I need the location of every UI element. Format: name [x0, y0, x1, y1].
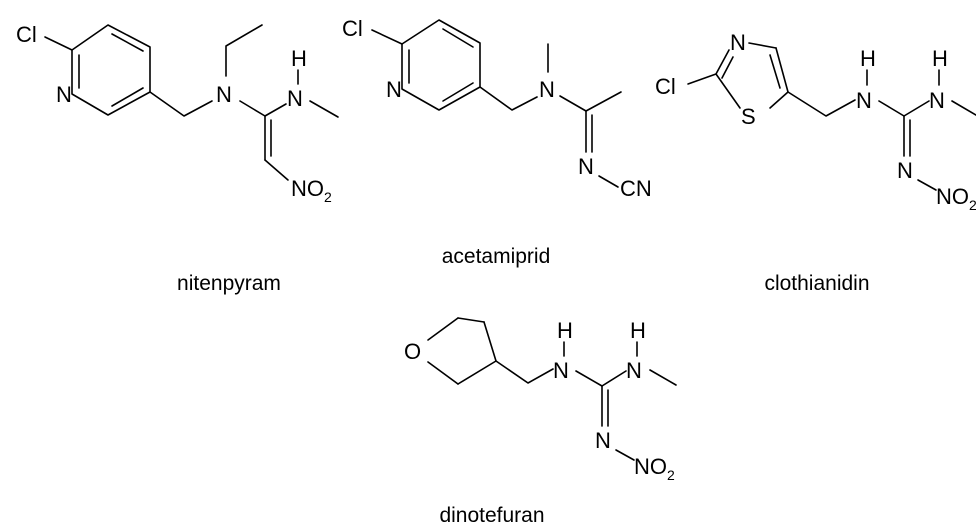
nitenpyram-n-amine-label: N: [216, 82, 232, 107]
dinotefuran-n-no2-bond: [615, 449, 635, 461]
nitenpyram-n-nh-label: N: [287, 86, 303, 111]
clothianidin-n-no2-bond: [917, 179, 937, 191]
nitenpyram-h-label: H: [291, 46, 307, 71]
acetamiprid-ch2-linker: [479, 86, 538, 111]
acetamiprid-structure: [371, 19, 622, 188]
nitenpyram-name: nitenpyram: [177, 272, 281, 295]
clothianidin-name: clothianidin: [764, 272, 869, 295]
clothianidin-ring-n-c4: [748, 42, 777, 49]
nitenpyram-structure: [44, 24, 339, 181]
acetamiprid-ring-double-bond-2: [442, 82, 474, 102]
dinotefuran-ring-c1-c2: [457, 317, 485, 323]
dinotefuran-ring-c4-o: [427, 361, 459, 385]
acetamiprid-n-imine-label: N: [578, 154, 594, 179]
clothianidin-ring-c4-c5: [775, 47, 789, 93]
nitenpyram-ring-double-bond-1: [111, 33, 144, 52]
acetamiprid-name: acetamiprid: [442, 245, 551, 268]
acetamiprid-cl-bond: [371, 29, 403, 45]
nitenpyram-cl-label: Cl: [16, 22, 37, 47]
dinotefuran-name: dinotefuran: [439, 504, 544, 527]
clothianidin-ring-c2-n: [715, 49, 730, 75]
clothianidin-no2-label: NO2: [936, 184, 976, 213]
dinotefuran-h1-label: H: [557, 318, 573, 343]
acetamiprid-ring-double-bond-1: [442, 28, 474, 48]
nitenpyram-ethyl-group: [225, 24, 263, 77]
acetamiprid-n-amine-label: N: [539, 77, 555, 102]
clothianidin-n-ring-label: N: [730, 30, 746, 55]
clothianidin-n1-c-bond: [878, 100, 905, 117]
dinotefuran-o-label: O: [404, 339, 421, 364]
dinotefuran-ring-o-c1: [427, 317, 459, 341]
clothianidin-s-label: S: [741, 104, 756, 129]
nitenpyram-ring-double-bond-2: [111, 87, 144, 107]
clothianidin-n2-methyl: [951, 100, 976, 116]
clothianidin-ring-c4-c5-double: [769, 54, 781, 89]
dinotefuran-structure: [427, 317, 677, 461]
clothianidin-c-n2-bond: [903, 100, 930, 117]
nitenpyram-n-vinyl-bond: [239, 100, 266, 117]
clothianidin-ch2-linker: [787, 91, 856, 117]
nitenpyram-ch2-linker: [149, 91, 213, 117]
clothianidin-ring-s-c2: [715, 73, 741, 109]
dinotefuran-ring-c3-c4: [457, 360, 497, 385]
nitenpyram-no2-bond: [264, 159, 289, 181]
dinotefuran-no2-label: NO2: [634, 454, 675, 483]
acetamiprid-n-ring-label: N: [386, 77, 402, 102]
dinotefuran-ring-c2-c3: [483, 321, 497, 362]
dinotefuran-h2-label: H: [630, 318, 646, 343]
clothianidin-h2-label: H: [932, 46, 948, 71]
dinotefuran-ch2-linker: [495, 360, 554, 384]
nitenpyram-n-ring-label: N: [56, 82, 72, 107]
acetamiprid-cl-label: Cl: [342, 16, 363, 41]
dinotefuran-n2-label: N: [626, 358, 642, 383]
clothianidin-cl-bond: [687, 73, 717, 85]
clothianidin-h1-label: H: [860, 46, 876, 71]
dinotefuran-n1-label: N: [553, 358, 569, 383]
nitenpyram-pyridine-ring: [71, 24, 151, 116]
acetamiprid-pyridine-ring: [401, 19, 481, 111]
clothianidin-ring-c2-n-double: [721, 56, 734, 79]
nitenpyram-cl-bond: [44, 36, 73, 51]
acetamiprid-cn-label: CN: [620, 176, 652, 201]
dinotefuran-n2-methyl: [649, 369, 677, 386]
clothianidin-n2-label: N: [929, 88, 945, 113]
clothianidin-n1-label: N: [856, 88, 872, 113]
nitenpyram-vinyl-nh-bond: [264, 103, 287, 117]
clothianidin-ring-c5-s: [769, 91, 789, 109]
nitenpyram-no2-label: NO2: [291, 176, 332, 205]
acetamiprid-n-c-bond: [559, 95, 587, 112]
nitenpyram-n-methyl: [309, 100, 339, 118]
clothianidin-structure: [687, 42, 976, 191]
acetamiprid-c-methyl: [585, 91, 622, 112]
acetamiprid-n-cn-bond: [598, 175, 619, 188]
dinotefuran-n-imine-label: N: [595, 428, 611, 453]
clothianidin-n-imine-label: N: [897, 158, 913, 183]
dinotefuran-n1-c-bond: [575, 370, 603, 387]
clothianidin-cl-label: Cl: [655, 74, 676, 99]
dinotefuran-c-n2-bond: [601, 370, 627, 387]
